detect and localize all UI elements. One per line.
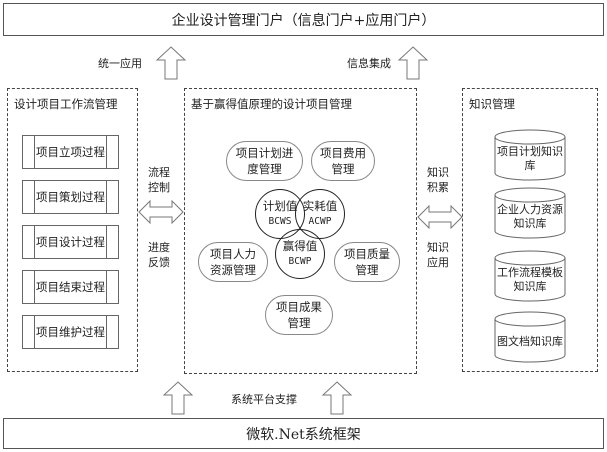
earned-value-management-title: 基于赢得值原理的设计项目管理 [191, 97, 352, 111]
database-drawings-documents: 图文档知识库 [494, 311, 566, 363]
knowledge-application-label: 知识 应用 [427, 241, 449, 269]
process-box-initiation: 项目立项过程 [22, 135, 119, 169]
process-box-closure: 项目结束过程 [22, 270, 119, 304]
database-workflow-template: 工作流程模板 知识库 [494, 250, 566, 302]
database-label: 项目计划知识 库 [497, 145, 563, 172]
database-project-plan: 项目计划知识 库 [494, 129, 566, 181]
module-label: 项目质量 管理 [344, 247, 390, 277]
database-icon [494, 129, 566, 181]
bcws-label: BCWS [268, 216, 292, 227]
workflow-management-title: 设计项目工作流管理 [14, 97, 118, 111]
up-arrow-icon [163, 381, 193, 415]
double-arrow-icon [138, 200, 184, 224]
module-label: 项目成果 管理 [276, 300, 322, 330]
workflow-management-panel: 设计项目工作流管理 项目立项过程 项目策划过程 项目设计过程 项目结束过程 项目… [7, 88, 138, 372]
process-control-label: 流程 控制 [148, 166, 170, 194]
database-icon [494, 250, 566, 302]
database-icon [494, 311, 566, 363]
earned-value-management-panel: 基于赢得值原理的设计项目管理 项目计划进 度管理 项目费用 管理 项目人力 资源… [184, 88, 417, 374]
hr-management-module: 项目人力 资源管理 [198, 242, 268, 282]
knowledge-management-title: 知识管理 [469, 97, 515, 111]
unified-application-label: 统一应用 [98, 57, 142, 70]
earned-value-label: 赢得值 [282, 239, 318, 253]
planned-value-label: 计划值 [262, 199, 298, 213]
database-label: 图文档知识库 [497, 335, 563, 348]
module-label: 项目人力 资源管理 [210, 247, 256, 277]
process-label: 项目策划过程 [36, 190, 105, 204]
up-arrow-icon [398, 46, 428, 80]
enterprise-portal-title: 企业设计管理门户（信息门户+应用门户） [171, 12, 436, 29]
knowledge-management-panel: 知识管理 项目计划知识 库 企业人力资源 知识库 工作流程模板 知识库 图文档知… [462, 88, 598, 372]
knowledge-accumulation-label: 知识 积累 [427, 166, 449, 194]
schedule-management-module: 项目计划进 度管理 [226, 141, 303, 181]
database-icon [494, 187, 566, 239]
process-label: 项目设计过程 [36, 235, 105, 249]
database-label: 企业人力资源 知识库 [497, 203, 563, 230]
cost-management-module: 项目费用 管理 [311, 141, 375, 181]
progress-feedback-label: 进度 反馈 [148, 241, 170, 269]
up-arrow-icon [156, 46, 186, 80]
earned-value-bcwp-circle: 赢得值 BCWP [275, 229, 325, 279]
module-label: 项目费用 管理 [320, 146, 366, 176]
bcwp-label: BCWP [288, 256, 312, 267]
enterprise-portal-bar: 企业设计管理门户（信息门户+应用门户） [3, 3, 604, 36]
up-arrow-icon [322, 381, 352, 415]
process-box-design: 项目设计过程 [22, 225, 119, 259]
double-arrow-icon [417, 205, 463, 229]
process-box-maintenance: 项目维护过程 [22, 315, 119, 349]
dotnet-framework-bar: 微软.Net系统框架 [3, 418, 604, 449]
module-label: 项目计划进 度管理 [235, 146, 294, 176]
results-management-module: 项目成果 管理 [265, 295, 333, 335]
actual-cost-label: 实耗值 [302, 199, 338, 213]
process-label: 项目维护过程 [36, 325, 105, 339]
process-label: 项目结束过程 [36, 280, 105, 294]
database-enterprise-hr: 企业人力资源 知识库 [494, 187, 566, 239]
quality-management-module: 项目质量 管理 [334, 242, 400, 282]
acwp-label: ACWP [308, 216, 332, 227]
platform-support-label: 系统平台支撑 [231, 393, 297, 406]
process-label: 项目立项过程 [36, 145, 105, 159]
dotnet-framework-title: 微软.Net系统框架 [246, 426, 361, 443]
database-label: 工作流程模板 知识库 [497, 266, 563, 293]
information-integration-label: 信息集成 [347, 57, 391, 70]
process-box-planning: 项目策划过程 [22, 180, 119, 214]
